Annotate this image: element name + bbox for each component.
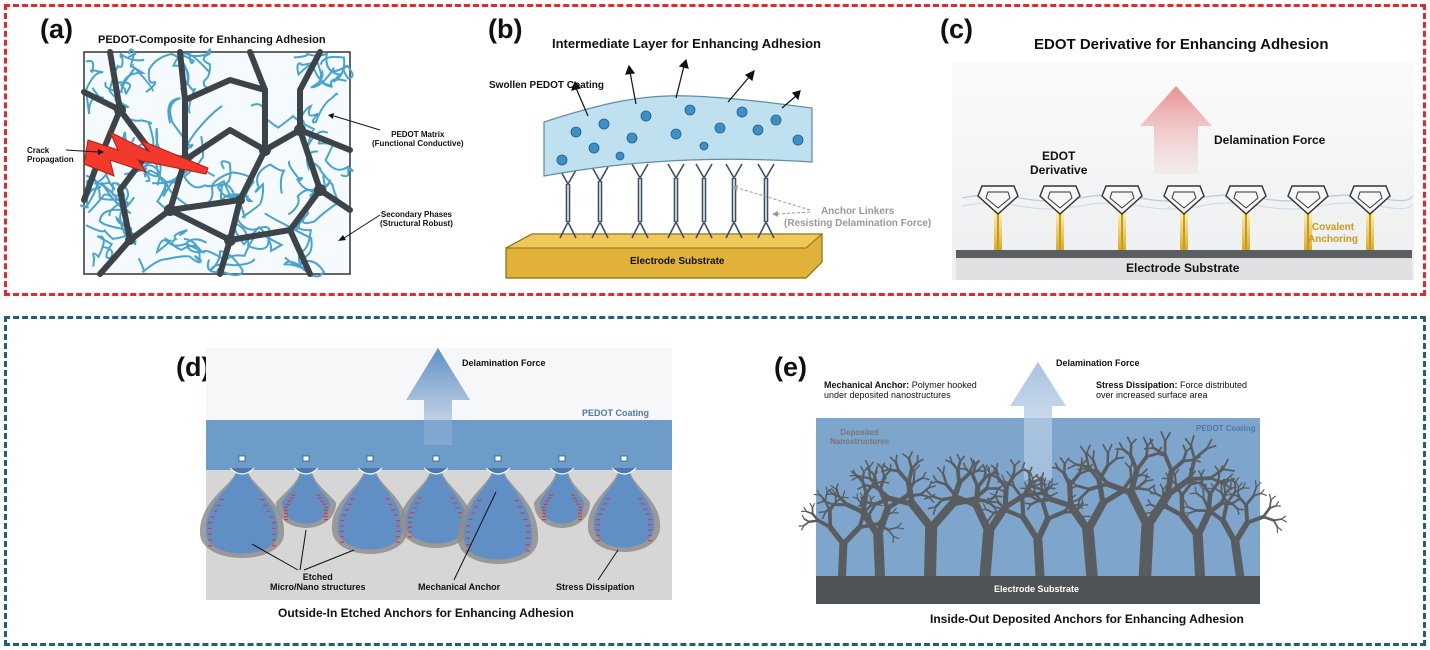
polymer-fiber [171, 52, 196, 115]
lock-icon [558, 455, 566, 462]
panel-c-substrate-label: Electrode Substrate [1126, 261, 1240, 275]
polymer-fiber [87, 193, 137, 246]
swollen-coating-label: Swollen PEDOT Coating [489, 80, 605, 91]
secondary-phases-label: Secondary Phases (Structural Robust) [380, 210, 453, 229]
polymer-fiber [137, 237, 202, 273]
etched-pit [533, 455, 591, 528]
anchor-linkers-label: Anchor Linkers (Resisting Delamination F… [784, 206, 932, 229]
bottom-group-border [4, 316, 1426, 646]
covalent-anchoring-label: Covalent Anchoring [1308, 222, 1358, 245]
anchor-linker [591, 166, 609, 239]
panel-e-stress-bold: Stress Dissipation: [1096, 380, 1178, 390]
pointer-lines [251, 491, 619, 581]
etched-pit [275, 455, 337, 528]
etched-pit [587, 455, 661, 552]
panel-e-caption: Inside-Out Deposited Anchors for Enhanci… [930, 612, 1244, 626]
panel-e-anchor-text: Polymer hooked under deposited nanostruc… [824, 380, 977, 401]
polymer-fiber [145, 52, 190, 93]
intermediate-layer-illustration [505, 58, 824, 279]
panel-d-coating-label: PEDOT Coating [582, 408, 649, 418]
panel-e-anchor-bold: Mechanical Anchor: [824, 380, 910, 390]
top-group-border [4, 4, 1426, 296]
deposited-nanostructures-label: Deposited Nanostructures [830, 428, 890, 447]
edot-derivative-molecule [977, 185, 1019, 250]
panel-c-title: EDOT Derivative for Enhancing Adhesion [1034, 36, 1329, 53]
edot-derivative-illustration [952, 62, 1414, 280]
edot-derivative-molecule [1101, 185, 1143, 250]
lock-icon [494, 455, 502, 462]
anchor-linker [631, 163, 649, 239]
panel-c-force-label: Delamination Force [1214, 133, 1326, 147]
polymer-fiber [104, 48, 147, 94]
panel-c-label: (c) [940, 14, 973, 44]
polymer-fiber [198, 171, 255, 208]
etched-pit [399, 455, 473, 548]
polymer-fiber [171, 229, 208, 254]
deposited-nanostructure [979, 469, 1091, 581]
edot-derivative-molecule [1349, 185, 1391, 250]
polymer-fiber [241, 163, 286, 219]
crack-bolt-icon [83, 130, 209, 177]
polymer-fiber [293, 52, 346, 83]
edot-derivative-molecule [1039, 185, 1081, 250]
panel-a-label: (a) [40, 14, 73, 44]
polymer-fiber [155, 236, 225, 261]
anchor-linker [667, 163, 685, 239]
deposited-nanostructure [1067, 431, 1236, 583]
anchor-linker [695, 163, 713, 239]
polymer-fiber [85, 211, 133, 240]
anchor-linker [559, 169, 577, 239]
edot-derivative-molecule [1287, 185, 1329, 250]
etched-pit [331, 455, 409, 554]
panel-b-title: Intermediate Layer for Enhancing Adhesio… [552, 36, 821, 51]
panel-d-caption: Outside-In Etched Anchors for Enhancing … [278, 606, 574, 620]
edot-derivative-molecule [1225, 185, 1267, 250]
etched-anchors-illustration [199, 348, 672, 600]
panel-b-label: (b) [488, 14, 523, 44]
panel-d-force-label: Delamination Force [462, 358, 546, 368]
polymer-fiber [310, 64, 354, 89]
lock-icon [620, 455, 628, 462]
etched-pit [199, 455, 285, 558]
polymer-fiber [317, 136, 354, 178]
deposited-nanostructure [1180, 476, 1287, 581]
etched-pit [457, 455, 539, 564]
anchor-linker [757, 163, 775, 239]
etched-structures-label: Etched Micro/Nano structures [270, 572, 366, 593]
deposited-nanostructure [1145, 465, 1244, 581]
deposited-nanostructure [816, 459, 936, 581]
panel-a-title: PEDOT-Composite for Enhancing Adhesion [98, 34, 326, 46]
polymer-fiber [167, 97, 223, 156]
lock-icon [238, 455, 246, 462]
panel-e-force-label: Delamination Force [1056, 358, 1140, 368]
panel-e-coating-label: PEDOT Coating [1196, 424, 1256, 433]
mechanical-anchor-label-d: Mechanical Anchor [418, 582, 501, 592]
anchor-linker [725, 163, 743, 239]
panel-b-substrate-label: Electrode Substrate [630, 256, 725, 267]
lock-icon [432, 455, 440, 462]
edot-derivative-label: EDOT Derivative [1030, 149, 1088, 177]
panel-e-stress-note: Stress Dissipation: Force distributed ov… [1096, 380, 1247, 401]
panel-d-label: (d) [176, 352, 211, 382]
stress-dissipation-label-d: Stress Dissipation [556, 582, 635, 592]
polymer-fiber [302, 150, 340, 225]
pedot-matrix-label: PEDOT Matrix (Functional Conductive) [372, 130, 464, 149]
crack-propagation-label: Crack Propagation [27, 146, 74, 165]
polymer-fiber [108, 52, 145, 109]
panel-e-anchor-note: Mechanical Anchor: Polymer hooked under … [824, 380, 977, 401]
lock-icon [302, 455, 310, 462]
panel-e-substrate-label: Electrode Substrate [994, 584, 1080, 594]
panel-e-label: (e) [774, 352, 807, 382]
edot-derivative-molecule [1163, 185, 1205, 250]
lock-icon [366, 455, 374, 462]
composite-network-illustration [65, 48, 381, 278]
polymer-fiber [264, 212, 326, 278]
panel-e-stress-text: Force distributed over increased surface… [1096, 380, 1248, 401]
